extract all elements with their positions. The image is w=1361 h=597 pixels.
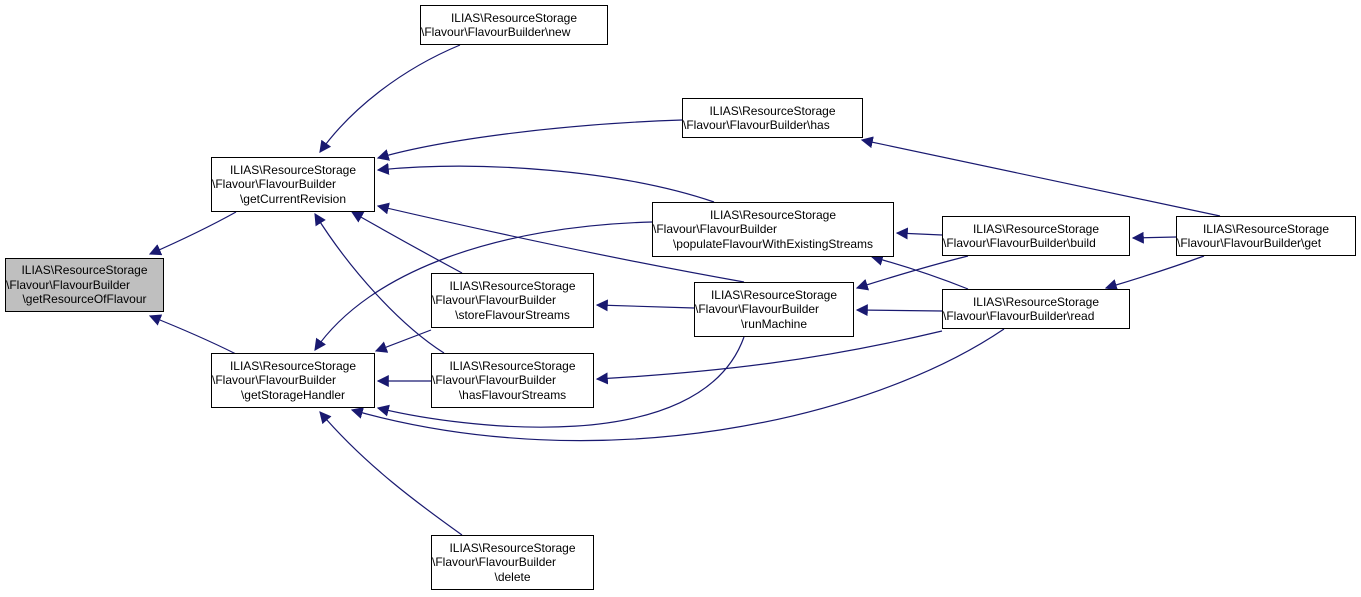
node-label-line: \populateFlavourWithExistingStreams: [672, 236, 874, 251]
node-label-line: \Flavour\FlavourBuilder\read: [943, 309, 1095, 323]
node-label-line: ILIAS\ResourceStorage: [449, 540, 576, 555]
node-label-line: \Flavour\FlavourBuilder\has: [683, 118, 830, 132]
edge-read-to-hasFlavourStreams: [595, 330, 943, 385]
edge-get-to-has: [860, 136, 1221, 217]
edge-runMachine-to-getCurrentRevision: [376, 202, 745, 283]
edge-read-to-getStorageHandler: [350, 328, 1005, 442]
edge-runMachine-to-getStorageHandler: [376, 336, 745, 428]
edge-populateFlavourWithExistingStreams-to-getCurrentRevision: [376, 162, 715, 203]
edge-build-to-runMachine: [855, 255, 969, 291]
node-label-line: \Flavour\FlavourBuilder: [6, 277, 131, 292]
node-label-line: \Flavour\FlavourBuilder: [212, 177, 337, 192]
edge-runMachine-to-storeFlavourStreams: [595, 299, 695, 312]
node-hasFlavourStreams[interactable]: ILIAS\ResourceStorage \Flavour\FlavourBu…: [431, 353, 594, 408]
node-storeFlavourStreams[interactable]: ILIAS\ResourceStorage \Flavour\FlavourBu…: [431, 273, 594, 328]
node-getCurrentRevision[interactable]: ILIAS\ResourceStorage \Flavour\FlavourBu…: [211, 157, 375, 212]
node-label-line: ILIAS\ResourceStorage: [449, 358, 576, 373]
node-runMachine[interactable]: ILIAS\ResourceStorage \Flavour\FlavourBu…: [694, 282, 854, 337]
node-build[interactable]: ILIAS\ResourceStorage \Flavour\FlavourBu…: [942, 216, 1130, 256]
node-label-line: ILIAS\ResourceStorage: [972, 294, 1100, 309]
node-label-line: ILIAS\ResourceStorage: [709, 207, 837, 222]
node-label-line: \getResourceOfFlavour: [22, 292, 147, 307]
node-label-line: \Flavour\FlavourBuilder: [653, 222, 778, 237]
node-label-line: \storeFlavourStreams: [455, 307, 570, 322]
node-has[interactable]: ILIAS\ResourceStorage \Flavour\FlavourBu…: [682, 98, 863, 138]
node-label-line: ILIAS\ResourceStorage: [21, 263, 148, 278]
edge-get-to-read: [1104, 255, 1205, 291]
node-label-line: \Flavour\FlavourBuilder: [212, 373, 337, 388]
edge-populateFlavourWithExistingStreams-to-getStorageHandler: [314, 221, 653, 351]
node-read[interactable]: ILIAS\ResourceStorage \Flavour\FlavourBu…: [942, 289, 1130, 329]
node-label-line: \runMachine: [740, 316, 808, 331]
node-label-line: ILIAS\ResourceStorage: [1202, 221, 1330, 236]
node-label-line: \Flavour\FlavourBuilder: [432, 293, 557, 308]
node-label-line: \Flavour\FlavourBuilder: [432, 373, 557, 388]
node-label-line: ILIAS\ResourceStorage: [972, 221, 1100, 236]
node-label-line: \Flavour\FlavourBuilder\new: [421, 25, 571, 39]
node-label-line: ILIAS\ResourceStorage: [229, 358, 357, 373]
node-label-line: \getCurrentRevision: [239, 191, 347, 206]
edge-read-to-populateFlavourWithExistingStreams: [870, 254, 969, 290]
node-label-line: ILIAS\ResourceStorage: [709, 103, 836, 118]
node-get[interactable]: ILIAS\ResourceStorage \Flavour\FlavourBu…: [1176, 216, 1356, 256]
node-label-line: \delete: [494, 569, 531, 584]
edge-hasFlavourStreams-to-getCurrentRevision: [314, 212, 445, 354]
node-delete[interactable]: ILIAS\ResourceStorage \Flavour\FlavourBu…: [431, 535, 594, 590]
edge-delete-to-getStorageHandler: [319, 411, 463, 536]
node-getResourceOfFlavour[interactable]: ILIAS\ResourceStorage \Flavour\FlavourBu…: [5, 258, 164, 312]
edge-storeFlavourStreams-to-getCurrentRevision: [350, 211, 463, 274]
edge-build-to-populateFlavourWithExistingStreams: [895, 227, 943, 240]
edge-getStorageHandler-to-getResourceOfFlavour: [148, 314, 237, 355]
node-label-line: \Flavour\FlavourBuilder\build: [943, 236, 1096, 250]
node-getStorageHandler[interactable]: ILIAS\ResourceStorage \Flavour\FlavourBu…: [211, 353, 375, 408]
node-new[interactable]: ILIAS\ResourceStorage \Flavour\FlavourBu…: [420, 5, 608, 45]
edge-getCurrentRevision-to-getResourceOfFlavour: [148, 211, 237, 256]
edge-new-to-getCurrentRevision: [319, 44, 461, 153]
node-label-line: \Flavour\FlavourBuilder\get: [1177, 236, 1322, 250]
node-label-line: ILIAS\ResourceStorage: [449, 278, 576, 293]
node-label-line: ILIAS\ResourceStorage: [710, 287, 838, 302]
node-label-line: \hasFlavourStreams: [458, 387, 567, 402]
edge-storeFlavourStreams-to-getStorageHandler: [374, 329, 432, 353]
node-label-line: ILIAS\ResourceStorage: [450, 10, 578, 25]
edge-get-to-build: [1131, 231, 1177, 244]
edge-has-to-getCurrentRevision: [376, 119, 683, 161]
node-label-line: ILIAS\ResourceStorage: [229, 162, 357, 177]
node-label-line: \Flavour\FlavourBuilder: [432, 555, 557, 570]
node-label-line: \getStorageHandler: [240, 387, 346, 402]
node-label-line: \Flavour\FlavourBuilder: [695, 302, 820, 317]
node-populateFlavourWithExistingStreams[interactable]: ILIAS\ResourceStorage \Flavour\FlavourBu…: [652, 202, 894, 257]
edge-read-to-runMachine: [855, 304, 943, 317]
